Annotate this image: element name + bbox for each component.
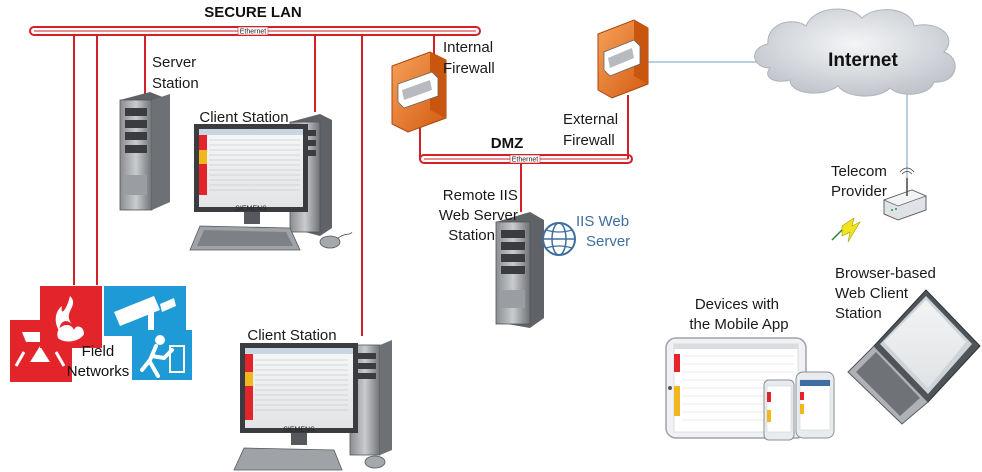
server-station-label: Server Station <box>152 54 200 92</box>
field-networks-label: Field Networks <box>67 343 130 380</box>
globe-icon <box>542 222 576 256</box>
internet-links <box>640 61 908 178</box>
iis-web-server-label: IIS Web Server <box>576 213 633 250</box>
phone-icon-right <box>795 371 835 439</box>
internal-firewall-label: Internal Firewall <box>443 39 497 77</box>
laptop-icon <box>847 289 981 425</box>
client-station-bottom: SIEMENS <box>233 340 392 471</box>
lan-ethernet-label: Ethernet <box>240 29 267 36</box>
dmz-title: DMZ <box>491 135 524 152</box>
dmz-ethernet-label: Ethernet <box>512 157 539 164</box>
external-firewall-icon <box>597 19 649 99</box>
telecom-provider-label: Telecom Provider <box>831 163 891 200</box>
router-icon <box>882 167 928 221</box>
server-station-tower <box>119 92 170 211</box>
client-station-top: SIEMENS <box>189 114 353 251</box>
camera-icon <box>104 286 186 336</box>
internet-label: Internet <box>828 50 898 71</box>
browser-client-label: Browser-based Web Client Station <box>835 265 940 322</box>
secure-lan-bus: Ethernet <box>29 26 481 36</box>
intrusion-icon <box>132 330 192 380</box>
phone-icon-left <box>763 379 795 441</box>
internal-firewall-icon <box>391 51 447 133</box>
remote-iis-server-tower <box>495 212 544 328</box>
svg-text:SIEMENS: SIEMENS <box>235 206 267 213</box>
mobile-devices-label: Devices with the Mobile App <box>689 296 788 333</box>
client-station-bottom-label: Client Station <box>247 327 336 344</box>
remote-iis-label: Remote IIS Web Server Station <box>439 187 522 244</box>
external-firewall-label: External Firewall <box>563 111 622 149</box>
internet-cloud <box>754 8 956 97</box>
wireless-signal-icon <box>831 217 861 243</box>
fire-icon <box>40 286 102 348</box>
client-station-top-label: Client Station <box>199 109 288 126</box>
dmz-bus: Ethernet <box>419 154 633 164</box>
secure-lan-title: SECURE LAN <box>204 4 302 21</box>
svg-text:SIEMENS: SIEMENS <box>283 427 315 434</box>
